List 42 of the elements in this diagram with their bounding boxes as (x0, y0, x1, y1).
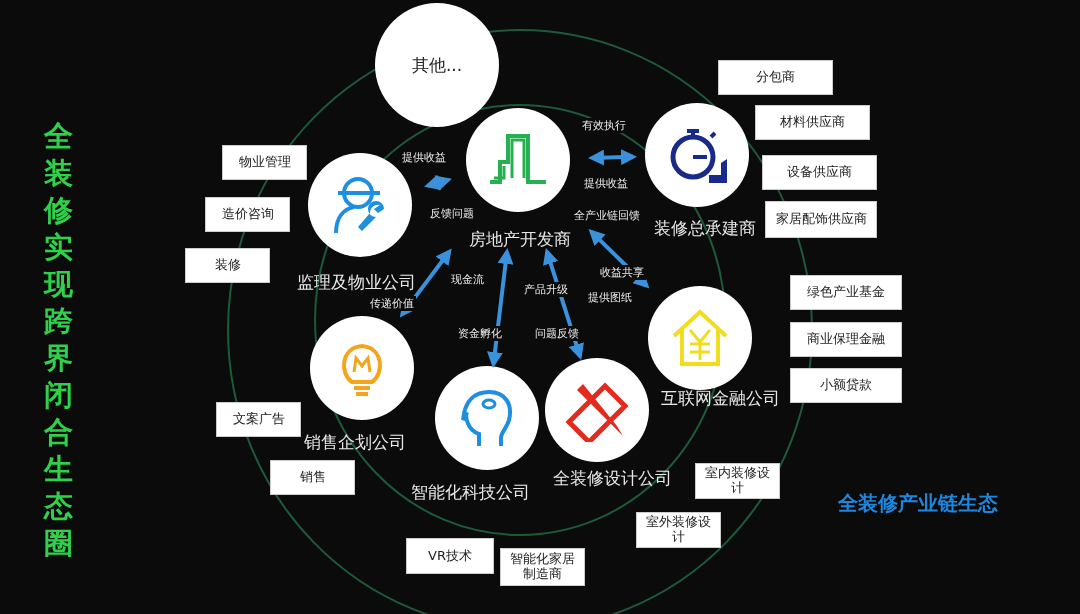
double-arrow (424, 174, 452, 191)
label-box: 文案广告 (216, 402, 301, 437)
edge-label: 收益共享 (598, 265, 646, 280)
node-caption: 房地产开发商 (468, 228, 572, 250)
relation-label: 产品升级 (522, 282, 570, 297)
label-box: 绿色产业基金 (790, 275, 902, 310)
vertical-title: 全装修实现跨界闭合生态圈 (42, 118, 74, 562)
label-box: 家居配饰供应商 (765, 201, 877, 238)
relation-label: 传递价值 (368, 296, 416, 311)
double-arrow (399, 248, 452, 318)
relation-label: 提供收益 (582, 176, 630, 191)
node-caption: 全装修设计公司 (551, 467, 673, 489)
label-box: VR技术 (406, 538, 494, 574)
edge-label: 资金孵化 (456, 326, 504, 341)
node-caption: 互联网金融公司 (659, 387, 781, 409)
double-arrow (487, 248, 514, 368)
edge-label: 提供收益 (400, 150, 448, 165)
label-box: 装修 (185, 248, 270, 283)
label-box: 室外装修设计 (636, 512, 721, 548)
edge-label: 有效执行 (580, 118, 628, 133)
ecosystem-label: 全装修产业链生态 (838, 490, 998, 517)
label-box: 造价咨询 (205, 197, 290, 232)
label-box: 物业管理 (222, 145, 307, 180)
node-caption: 装修总承建商 (653, 217, 757, 239)
label-box: 智能化家居制造商 (500, 548, 585, 586)
text-circle: 其他... (375, 3, 499, 127)
double-arrow (588, 149, 637, 166)
relation-label: 反馈问题 (428, 206, 476, 221)
relation-label: 全产业链回馈 (572, 208, 642, 223)
node-caption: 销售企划公司 (303, 431, 407, 453)
node-caption: 监理及物业公司 (295, 271, 417, 293)
relation-label: 问题反馈 (533, 326, 581, 341)
node-caption: 智能化科技公司 (409, 481, 531, 503)
label-box: 材料供应商 (755, 105, 870, 140)
label-box: 销售 (270, 460, 355, 495)
edge-label: 提供图纸 (586, 290, 634, 305)
edge-label: 现金流 (449, 272, 486, 287)
label-box: 分包商 (718, 60, 833, 95)
label-box: 室内装修设计 (695, 463, 780, 499)
label-box: 设备供应商 (762, 155, 877, 190)
label-box: 小额贷款 (790, 368, 902, 403)
label-box: 商业保理金融 (790, 322, 902, 357)
